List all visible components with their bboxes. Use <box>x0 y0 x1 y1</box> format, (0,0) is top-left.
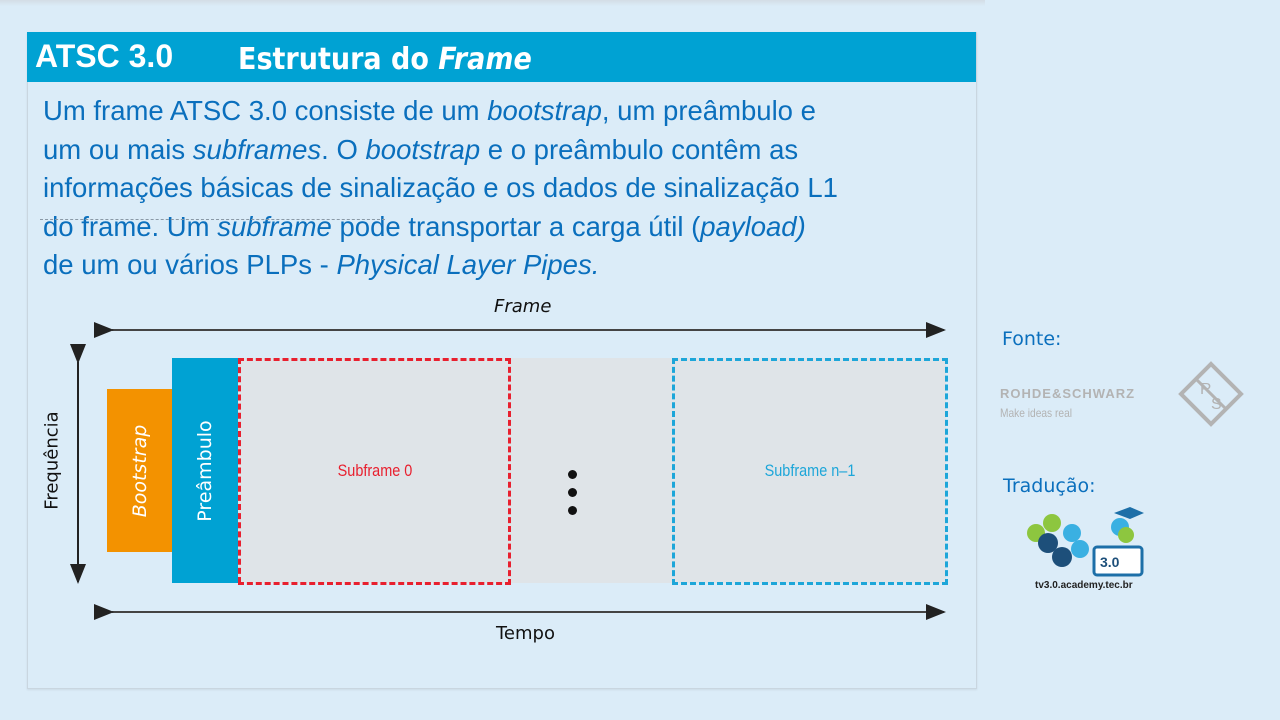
title-plain: Estrutura do <box>238 42 439 77</box>
subframes-area <box>238 358 946 583</box>
paragraph-line: informações básicas de sinalização e os … <box>43 172 838 203</box>
preamble-block: Preâmbulo <box>172 358 238 583</box>
svg-text:S: S <box>1211 396 1222 413</box>
paragraph-line: de um ou vários PLPs - Physical Layer Pi… <box>43 249 600 280</box>
time-label: Tempo <box>496 623 555 644</box>
bootstrap-label: Bootstrap <box>128 424 151 517</box>
frame-label: Frame <box>494 296 552 317</box>
title-bar: ATSC 3.0 Estrutura do Frame <box>27 32 976 82</box>
paragraph-line: do frame. Um subframe pode transportar a… <box>43 210 806 242</box>
bootstrap-block: Bootstrap <box>107 389 172 552</box>
source-label: Fonte: <box>1002 328 1062 350</box>
title-prefix: ATSC 3.0 <box>35 38 174 74</box>
page-title: Estrutura do Frame <box>238 42 532 77</box>
paragraph-line: Um frame ATSC 3.0 consiste de um bootstr… <box>43 95 816 126</box>
rohde-schwarz-logo-icon: R S <box>1178 361 1244 427</box>
top-shadow <box>0 0 985 6</box>
paragraph-line: um ou mais subframes. O bootstrap e o pr… <box>43 133 799 165</box>
subframe-n-1-label: Subframe n–1 <box>764 461 856 480</box>
frequency-label: Frequência <box>41 411 63 510</box>
preamble-label: Preâmbulo <box>194 419 216 522</box>
source-company: ROHDE&SCHWARZ <box>1000 386 1136 401</box>
translation-label: Tradução: <box>1003 475 1096 497</box>
subframe-0-left-edge <box>238 358 241 583</box>
ellipsis-icon <box>568 466 585 520</box>
subframe-0-block <box>238 358 511 585</box>
translation-url: tv3.0.academy.tec.br <box>1035 580 1133 591</box>
description-paragraph: Um frame ATSC 3.0 consiste de um bootstr… <box>43 92 968 285</box>
strike-line <box>40 219 385 220</box>
source-tagline: Make ideas real <box>1000 406 1073 420</box>
svg-text:R: R <box>1200 381 1212 398</box>
tv30-academy-logo-icon: 3.0 <box>1027 507 1144 577</box>
title-italic: Frame <box>438 42 532 77</box>
subframe-n-1-block <box>672 358 948 585</box>
subframe-0-label: Subframe 0 <box>337 461 413 480</box>
svg-text:3.0: 3.0 <box>1100 554 1120 570</box>
